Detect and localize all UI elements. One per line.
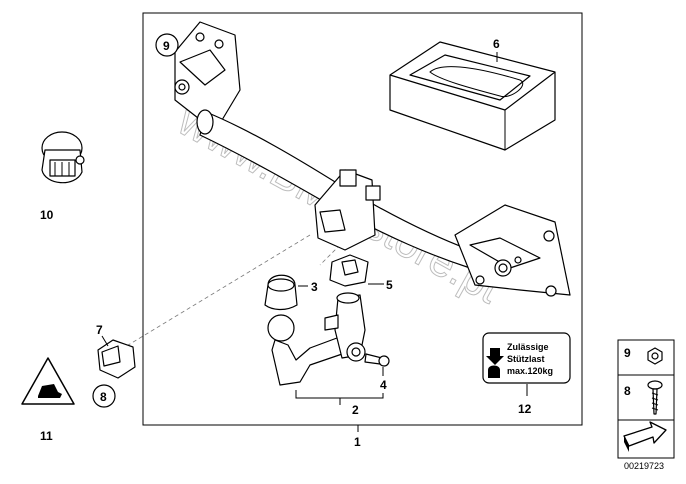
- callout-8-circle: [92, 384, 116, 408]
- left-mounting-bracket: [174, 21, 241, 121]
- sign-line-2: Stützlast: [507, 354, 545, 364]
- legend-label-9: 9: [624, 346, 631, 360]
- right-mounting-bracket: [454, 204, 571, 297]
- callout-7: 7: [96, 323, 103, 337]
- screw-icon: [647, 380, 663, 415]
- guide-line-socket: [119, 234, 311, 351]
- callout-2: 2: [352, 403, 359, 417]
- arrow-icon: [623, 421, 667, 452]
- trailer-socket: [41, 131, 85, 184]
- callout-11: 11: [40, 429, 53, 443]
- callout-4: 4: [380, 378, 387, 392]
- sign-line-3: max.120kg: [507, 366, 553, 376]
- main-frame: [142, 12, 583, 426]
- callout-9: 9: [163, 39, 170, 53]
- sign-line-1: Zulässige: [507, 342, 549, 352]
- callout-5: 5: [386, 278, 393, 292]
- hitch-receiver: [314, 169, 381, 251]
- leader-2: [295, 390, 384, 405]
- nut-icon: [647, 347, 663, 365]
- load-down-arrow-icon: [486, 348, 504, 365]
- callout-10: 10: [40, 208, 54, 222]
- tow-ball-icon: [488, 365, 500, 378]
- load-sign: Zulässige Stützlast max.120kg: [482, 332, 571, 384]
- callout-3: 3: [311, 280, 318, 294]
- leader-7: [101, 335, 109, 347]
- protective-cap: [264, 274, 298, 311]
- document-number: 00219723: [624, 461, 664, 471]
- legend-label-8: 8: [624, 384, 631, 398]
- callout-8: 8: [100, 390, 107, 404]
- storage-tray: [389, 41, 556, 151]
- cable-plug: [97, 339, 136, 379]
- callout-6: 6: [493, 37, 500, 51]
- warning-triangle: [21, 357, 75, 405]
- callout-12: 12: [518, 402, 532, 416]
- callout-1: 1: [354, 435, 361, 449]
- trailer-icon: [38, 384, 62, 398]
- bolt: [364, 353, 390, 367]
- lock-housing: [329, 254, 369, 287]
- tow-ball-hook: [267, 292, 366, 386]
- callout-9-circle: [155, 33, 179, 57]
